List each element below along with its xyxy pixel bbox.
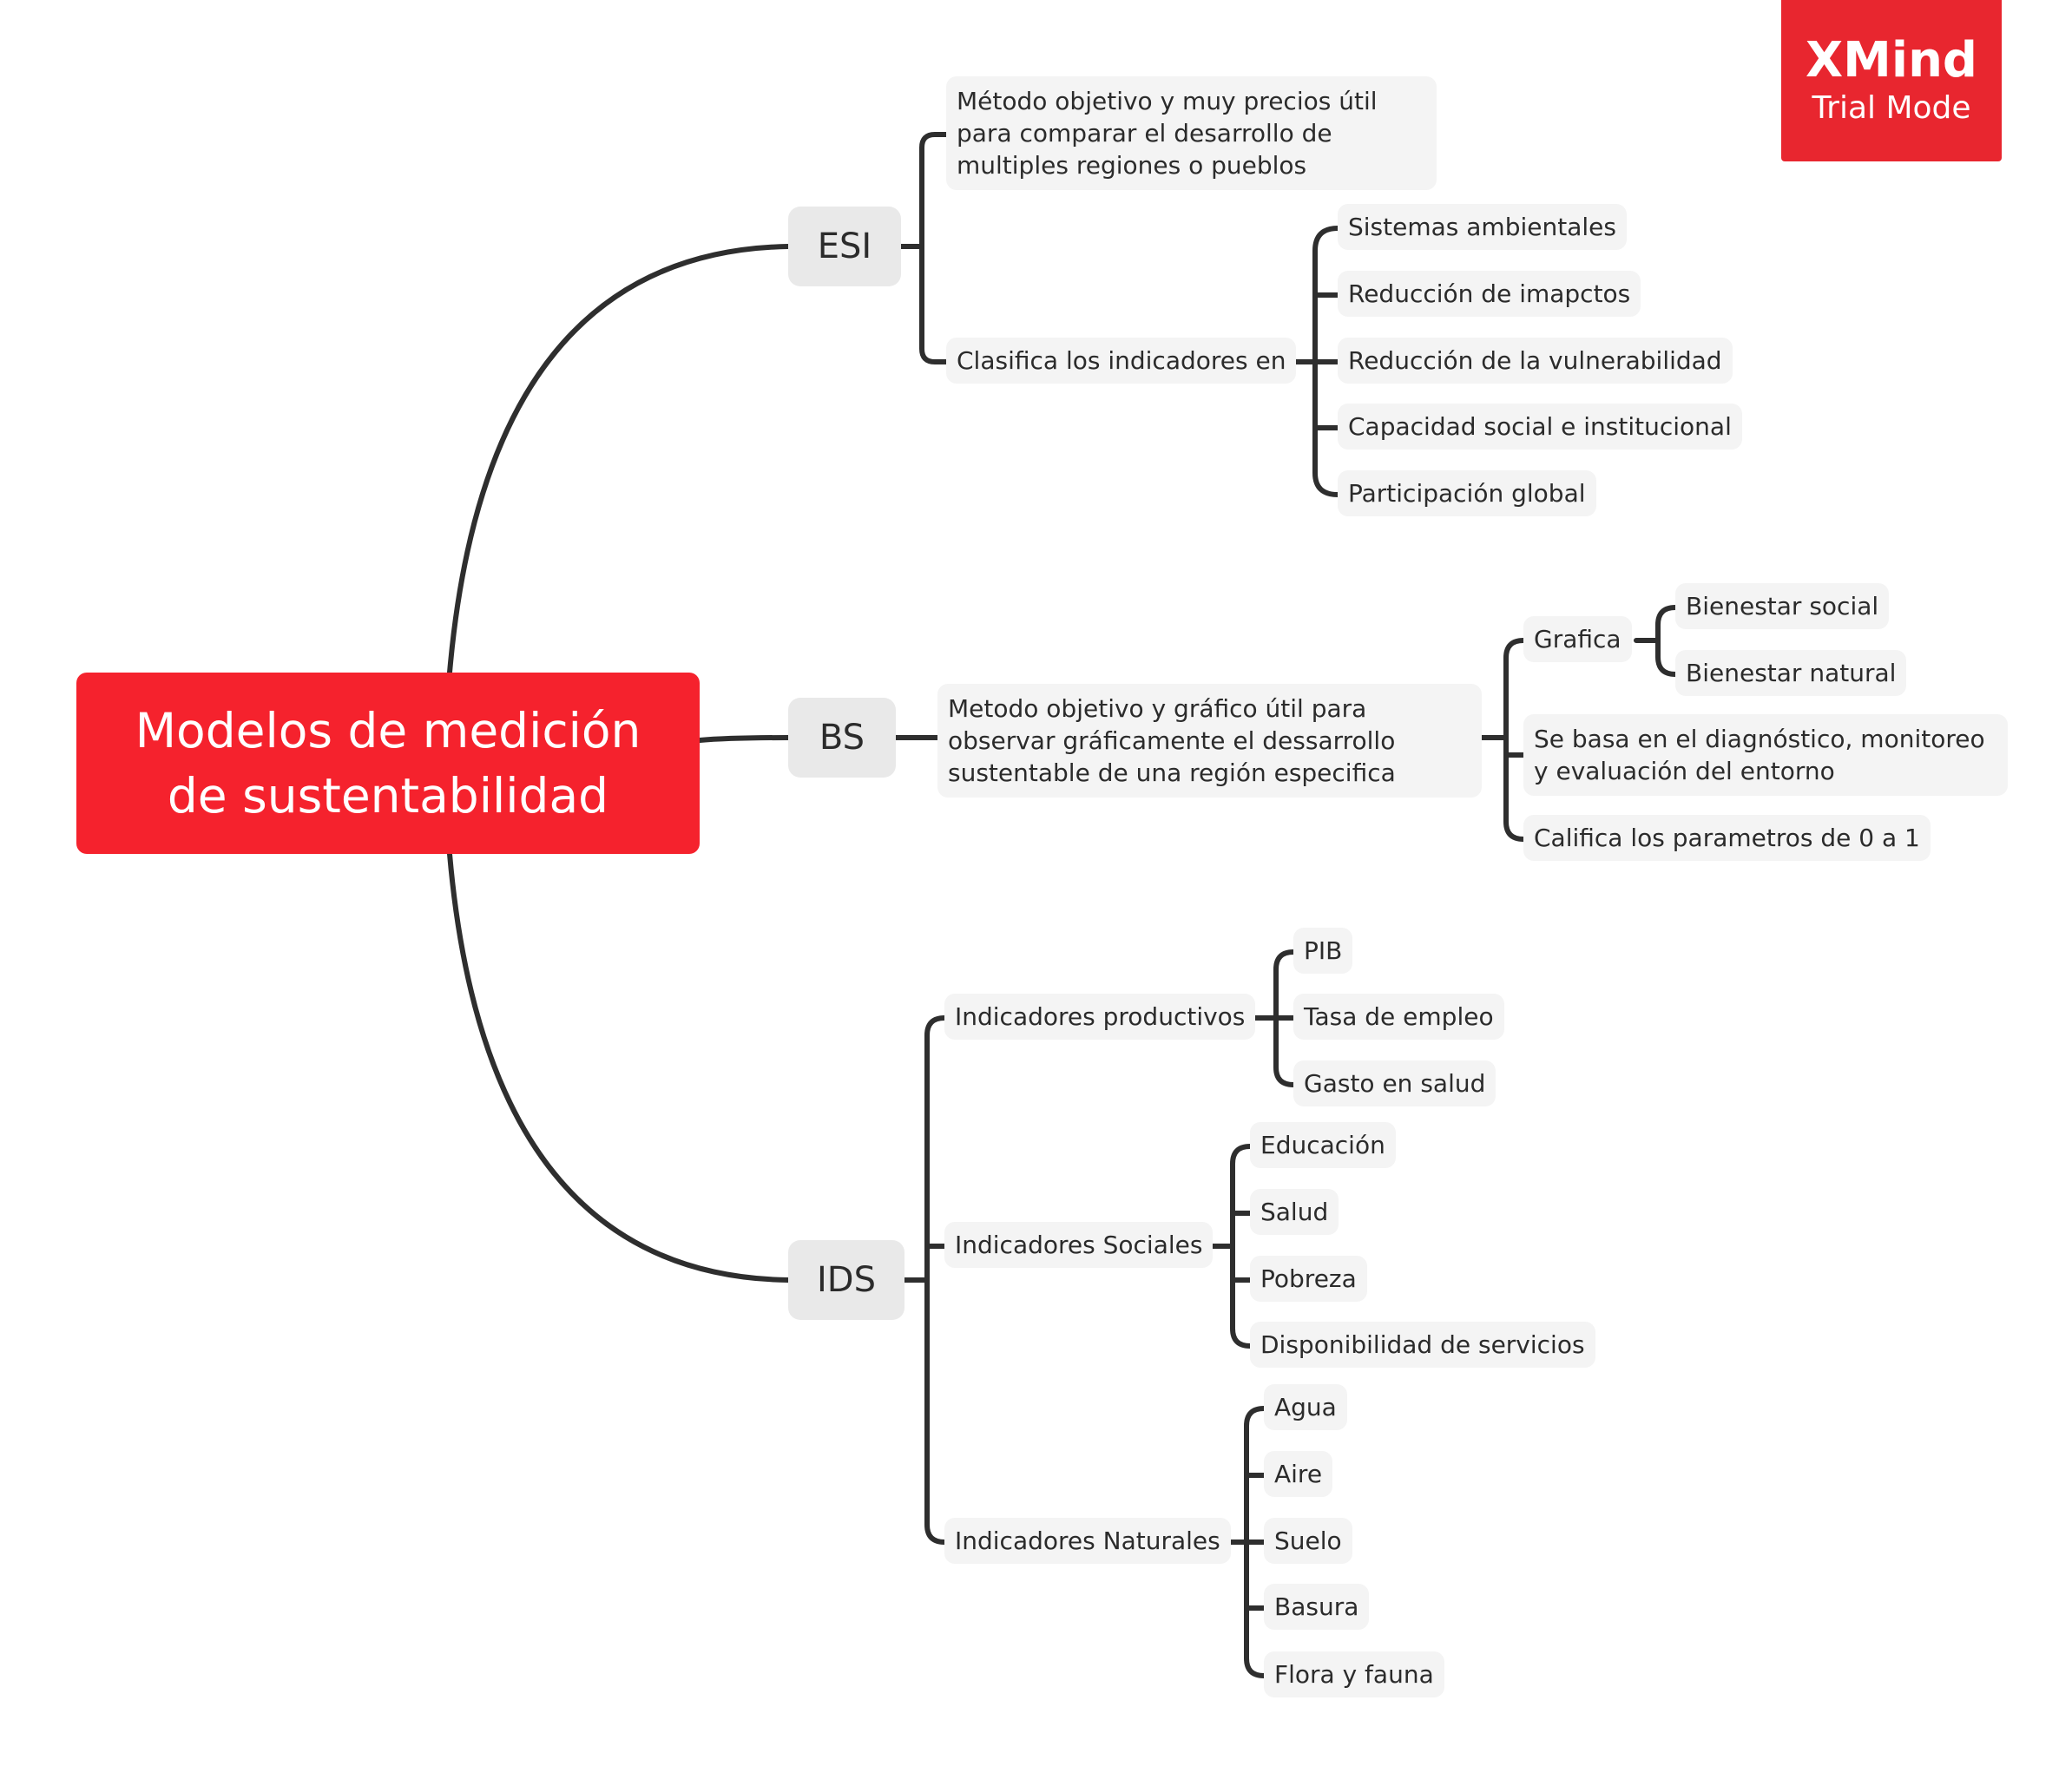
connector-esi	[898, 132, 949, 364]
esi-item[interactable]: Participación global	[1338, 470, 1596, 516]
ids-social[interactable]: Indicadores Sociales	[944, 1222, 1214, 1268]
natural-item[interactable]: Suelo	[1264, 1518, 1352, 1564]
connector-bs-desc	[1479, 638, 1526, 842]
connector-productive	[1249, 949, 1296, 1087]
topic-esi[interactable]: ESI	[788, 207, 901, 286]
badge-subtitle: Trial Mode	[1812, 90, 1971, 126]
natural-item[interactable]: Basura	[1264, 1584, 1370, 1630]
connector-grafica	[1634, 605, 1678, 677]
connector-esi-classify	[1289, 226, 1340, 497]
esi-item[interactable]: Reducción de la vulnerabilidad	[1338, 338, 1733, 384]
bs-basis[interactable]: Se basa en el diagnóstico, monitoreo y e…	[1523, 714, 2008, 796]
connector-social	[1206, 1144, 1253, 1349]
xmind-trial-badge: XMind Trial Mode	[1781, 0, 2002, 161]
ids-productive[interactable]: Indicadores productivos	[944, 994, 1256, 1040]
bs-rating[interactable]: Califica los parametros de 0 a 1	[1523, 815, 1931, 861]
topic-ids[interactable]: IDS	[788, 1240, 904, 1320]
esi-item[interactable]: Reducción de imapctos	[1338, 271, 1641, 317]
productive-item[interactable]: Gasto en salud	[1293, 1060, 1496, 1106]
natural-item[interactable]: Aire	[1264, 1451, 1333, 1497]
esi-description[interactable]: Método objetivo y muy precios útil para …	[946, 76, 1437, 190]
bs-description[interactable]: Metodo objetivo y gráfico útil para obse…	[937, 684, 1482, 798]
connector-ids	[902, 1015, 947, 1545]
central-topic-line1: Modelos de medición	[135, 702, 641, 758]
esi-item[interactable]: Sistemas ambientales	[1338, 204, 1627, 250]
social-item[interactable]: Disponibilidad de servicios	[1250, 1322, 1595, 1368]
connector-root-bs	[697, 735, 791, 743]
grafica-item[interactable]: Bienestar natural	[1675, 650, 1907, 696]
social-item[interactable]: Salud	[1250, 1189, 1339, 1235]
topic-bs[interactable]: BS	[788, 698, 896, 778]
central-topic-line2: de sustentabilidad	[167, 767, 609, 824]
central-topic[interactable]: Modelos de medición de sustentabilidad	[76, 673, 700, 854]
grafica-item[interactable]: Bienestar social	[1675, 583, 1890, 629]
connector-root-esi	[447, 244, 791, 675]
bs-grafica[interactable]: Grafica	[1523, 616, 1632, 662]
ids-natural[interactable]: Indicadores Naturales	[944, 1518, 1231, 1564]
natural-item[interactable]: Flora y fauna	[1264, 1651, 1444, 1697]
social-item[interactable]: Educación	[1250, 1122, 1396, 1168]
productive-item[interactable]: Tasa de empleo	[1293, 994, 1504, 1040]
productive-item[interactable]: PIB	[1293, 928, 1353, 974]
esi-classify[interactable]: Clasifica los indicadores en	[946, 338, 1297, 384]
social-item[interactable]: Pobreza	[1250, 1256, 1367, 1302]
esi-item[interactable]: Capacidad social e institucional	[1338, 404, 1742, 450]
connector-root-ids	[447, 851, 791, 1283]
natural-item[interactable]: Agua	[1264, 1384, 1347, 1430]
badge-title: XMind	[1805, 32, 1978, 89]
connector-natural	[1220, 1406, 1266, 1678]
